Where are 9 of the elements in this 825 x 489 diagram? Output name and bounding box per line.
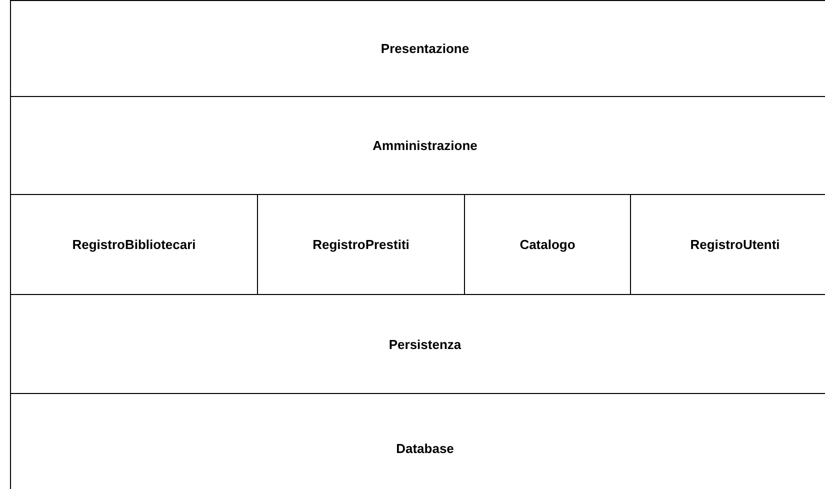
layer-label: Presentazione — [380, 41, 470, 56]
layer-label: Amministrazione — [372, 138, 478, 153]
component-label: Catalogo — [520, 237, 576, 252]
component-label: RegistroBibliotecari — [72, 237, 196, 252]
layer-label: Persistenza — [388, 336, 462, 352]
component-label: RegistroPrestiti — [312, 237, 410, 252]
layer-label: Database — [396, 440, 454, 456]
layer-box — [10, 0, 825, 97]
component-label: RegistroUtenti — [690, 237, 780, 252]
